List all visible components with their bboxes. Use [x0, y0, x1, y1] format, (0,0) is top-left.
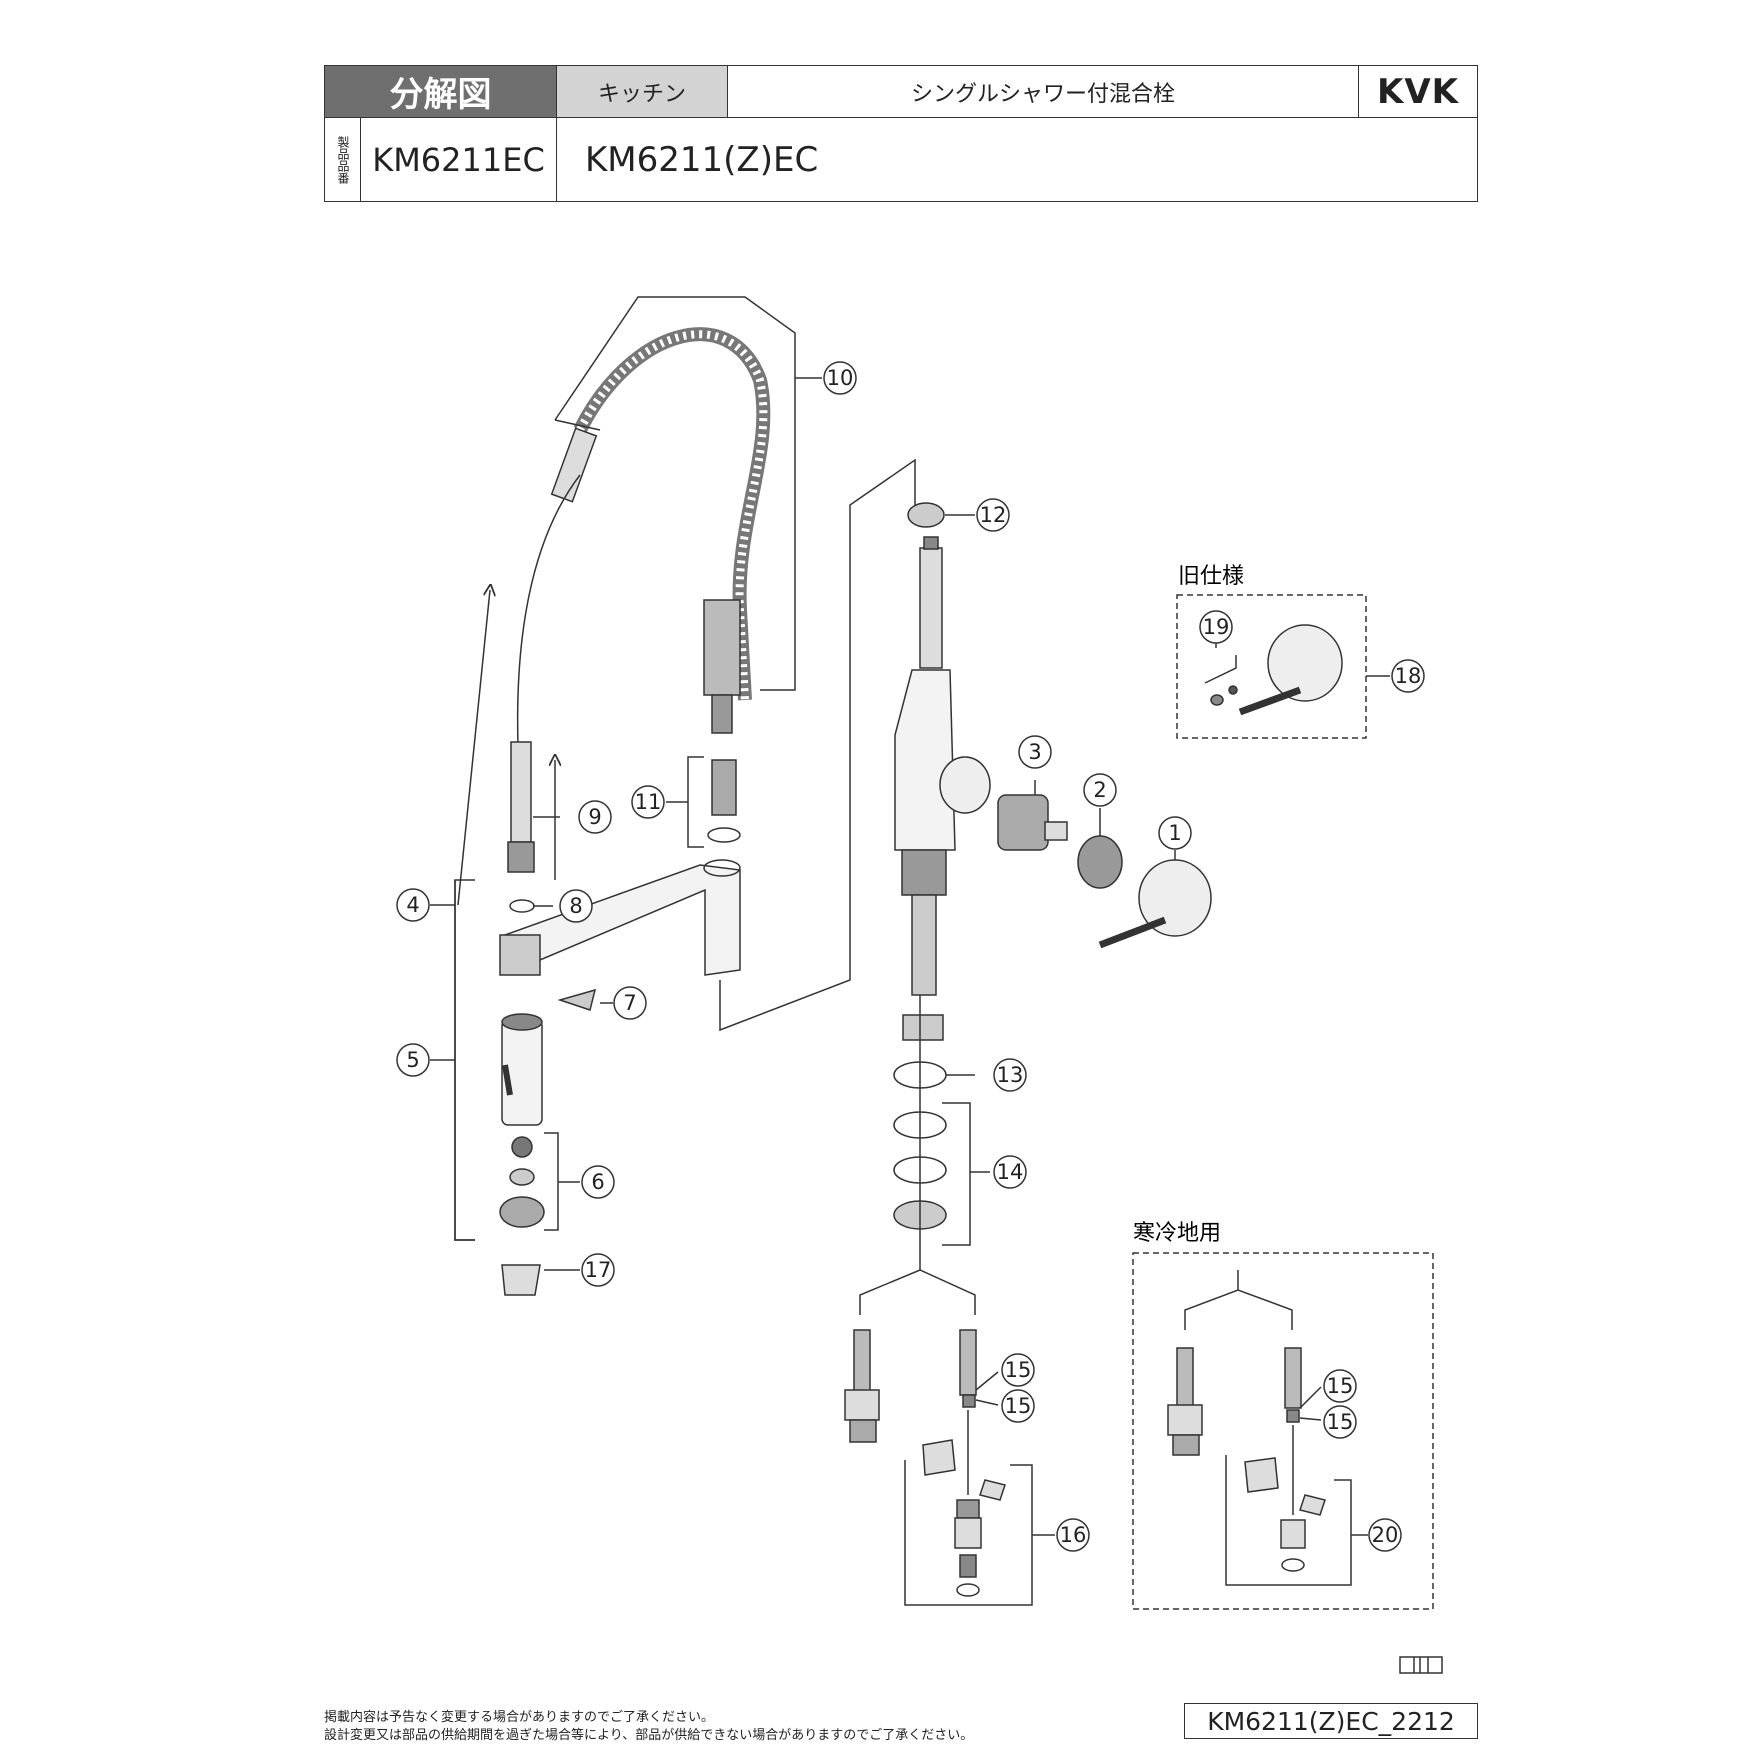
svg-text:7: 7 [623, 991, 636, 1015]
svg-text:14: 14 [997, 1160, 1024, 1184]
footer-note-1: 掲載内容は予告なく変更する場合がありますのでご了承ください。 [324, 1710, 715, 1725]
svg-text:15: 15 [1327, 1410, 1354, 1434]
brand-logo: KVK [1359, 66, 1477, 118]
document-id: KM6211(Z)EC_2212 [1184, 1703, 1478, 1739]
callout-12: 12 [976, 498, 1010, 532]
shower-head [501, 1013, 543, 1126]
svg-text:15: 15 [1005, 1394, 1032, 1418]
svg-text:6: 6 [591, 1170, 604, 1194]
faucet-body [894, 536, 991, 996]
svg-text:18: 18 [1395, 664, 1422, 688]
callout-9: 9 [578, 800, 612, 834]
old-spec-label: 旧仕様 [1178, 564, 1244, 589]
callout-18: 18 [1391, 659, 1425, 693]
category-label: キッチン [557, 66, 728, 118]
callout-17: 17 [581, 1253, 615, 1287]
product-number-2: KM6211(Z)EC [585, 139, 819, 180]
product-number-label: 製品品番 [325, 118, 361, 201]
callout-20: 20 [1368, 1518, 1402, 1552]
svg-text:15: 15 [1327, 1374, 1354, 1398]
svg-text:17: 17 [585, 1258, 612, 1282]
callout-7: 7 [613, 986, 647, 1020]
callout-16: 16 [1056, 1518, 1090, 1552]
header-table: 分解図 キッチン シングルシャワー付混合栓 KVK 製品品番 KM6211EC … [324, 65, 1478, 202]
svg-text:3: 3 [1028, 740, 1041, 764]
callout-1: 1 [1158, 816, 1192, 850]
product-name: シングルシャワー付混合栓 [728, 66, 1359, 118]
callout-3: 3 [1018, 735, 1052, 769]
callout-10: 10 [823, 361, 857, 395]
callout-6: 6 [581, 1165, 615, 1199]
svg-text:16: 16 [1060, 1523, 1087, 1547]
svg-text:4: 4 [406, 893, 419, 917]
callout-4: 4 [396, 888, 430, 922]
shower-pipe [507, 741, 535, 873]
callout-8: 8 [559, 889, 593, 923]
callout-19: 19 [1199, 610, 1233, 644]
svg-text:13: 13 [997, 1063, 1024, 1087]
spout-arm [499, 859, 741, 976]
page-mark [1399, 1656, 1443, 1674]
svg-text:5: 5 [406, 1048, 419, 1072]
footer-note-2: 設計変更又は部品の供給期間を過ぎた場合等により、部品が供給できない場合があります… [324, 1728, 974, 1743]
callout-15a: 15 [1001, 1353, 1035, 1387]
svg-text:19: 19 [1203, 615, 1230, 639]
svg-text:20: 20 [1372, 1523, 1399, 1547]
svg-text:15: 15 [1005, 1358, 1032, 1382]
hose-assembly [550, 296, 796, 734]
callout-2: 2 [1083, 773, 1117, 807]
svg-text:12: 12 [980, 503, 1007, 527]
svg-text:10: 10 [827, 366, 854, 390]
svg-text:11: 11 [635, 790, 662, 814]
svg-text:2: 2 [1093, 778, 1106, 802]
product-number-1: KM6211EC [361, 118, 557, 201]
callout-15d: 15 [1323, 1405, 1357, 1439]
callout-14: 14 [993, 1155, 1027, 1189]
svg-text:8: 8 [569, 894, 582, 918]
cold-region-label: 寒冷地用 [1133, 1221, 1221, 1246]
callout-15c: 15 [1323, 1369, 1357, 1403]
svg-text:9: 9 [588, 805, 601, 829]
svg-text:1: 1 [1168, 821, 1181, 845]
callout-5: 5 [396, 1043, 430, 1077]
product-number-label-text: 製品品番 [336, 135, 350, 184]
page-title: 分解図 [325, 66, 557, 118]
callout-11: 11 [631, 785, 665, 819]
callout-13: 13 [993, 1058, 1027, 1092]
callout-15b: 15 [1001, 1389, 1035, 1423]
